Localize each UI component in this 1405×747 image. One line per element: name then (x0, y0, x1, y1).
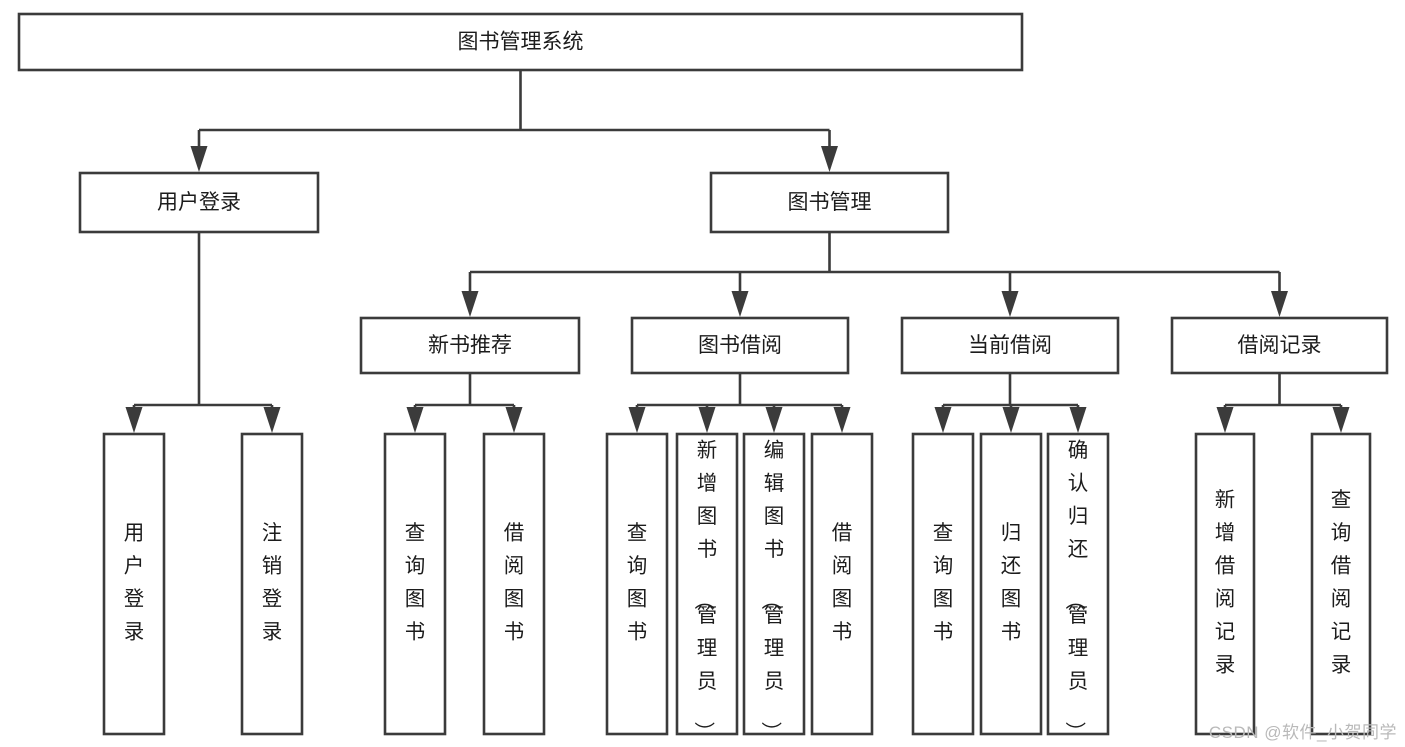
arrow-head (628, 407, 646, 433)
node-label: 借阅记录 (1238, 334, 1322, 357)
node-label: 归还图书 (1001, 522, 1022, 644)
node-box (1310, 432, 1372, 736)
node-l3_0[interactable]: 新书推荐 (359, 316, 581, 375)
node-label: 借阅图书 (832, 522, 853, 644)
arrow-head (1001, 291, 1019, 317)
node-box (979, 432, 1043, 736)
node-leaf_9[interactable]: 归还图书 (979, 432, 1043, 736)
node-leaf_3[interactable]: 借阅图书 (482, 432, 546, 736)
node-label: 图书管理系统 (458, 31, 584, 54)
connector-group-l3_3 (1216, 373, 1350, 433)
arrow-head (1069, 407, 1087, 433)
node-label: 编辑图书（管理员） (759, 439, 785, 742)
node-label: 图书借阅 (698, 334, 782, 357)
node-leaf_2[interactable]: 查询图书 (383, 432, 447, 736)
node-leaf_8[interactable]: 查询图书 (911, 432, 975, 736)
node-box (605, 432, 669, 736)
node-l2_1[interactable]: 图书管理 (709, 171, 950, 234)
node-label: 新增图书（管理员） (692, 439, 718, 742)
arrow-head (125, 407, 143, 433)
node-leaf_0[interactable]: 用户登录 (102, 432, 166, 736)
node-label: 用户登录 (124, 522, 145, 644)
arrow-head (190, 146, 208, 172)
node-leaf_5[interactable]: 新增图书（管理员） (675, 432, 739, 742)
node-label: 注销登录 (262, 522, 283, 644)
node-leaf_6[interactable]: 编辑图书（管理员） (742, 432, 806, 742)
node-box (630, 316, 850, 375)
node-box (383, 432, 447, 736)
arrow-head (833, 407, 851, 433)
arrow-head (1002, 407, 1020, 433)
node-label: 当前借阅 (968, 334, 1052, 357)
node-box (709, 171, 950, 234)
arrow-head (461, 291, 479, 317)
node-label: 借阅图书 (504, 522, 525, 644)
node-label: 查询图书 (933, 522, 954, 644)
node-leaf_4[interactable]: 查询图书 (605, 432, 669, 736)
connector-group-l2_1 (461, 232, 1288, 317)
node-box (900, 316, 1120, 375)
node-box (1170, 316, 1389, 375)
node-box (482, 432, 546, 736)
node-leaf_11[interactable]: 新增借阅记录 (1194, 432, 1256, 736)
node-label: 新书推荐 (428, 334, 512, 357)
node-leaf_1[interactable]: 注销登录 (240, 432, 304, 736)
node-layer: 图书管理系统用户登录图书管理新书推荐图书借阅当前借阅借阅记录用户登录注销登录查询… (17, 12, 1389, 742)
connector-group-l3_2 (934, 373, 1087, 433)
node-leaf_12[interactable]: 查询借阅记录 (1310, 432, 1372, 736)
connector-group-root (190, 70, 838, 172)
node-l3_2[interactable]: 当前借阅 (900, 316, 1120, 375)
node-box (1194, 432, 1256, 736)
node-box (911, 432, 975, 736)
node-label: 查询图书 (405, 522, 426, 644)
node-l3_1[interactable]: 图书借阅 (630, 316, 850, 375)
node-l2_0[interactable]: 用户登录 (78, 171, 320, 234)
node-box (1046, 432, 1110, 736)
node-label: 图书管理 (788, 191, 872, 214)
node-label: 查询图书 (627, 522, 648, 644)
node-box (359, 316, 581, 375)
node-box (742, 432, 806, 736)
arrow-head (263, 407, 281, 433)
arrow-head (934, 407, 952, 433)
arrow-head (731, 291, 749, 317)
arrow-head (765, 407, 783, 433)
node-label: 用户登录 (157, 191, 241, 214)
arrow-head (406, 407, 424, 433)
node-leaf_10[interactable]: 确认归还（管理员） (1046, 432, 1110, 742)
connector-group-l2_0 (125, 232, 281, 433)
node-box (240, 432, 304, 736)
arrow-head (1332, 407, 1350, 433)
node-box (17, 12, 1024, 72)
node-root[interactable]: 图书管理系统 (17, 12, 1024, 72)
connector-layer (125, 70, 1350, 433)
node-label: 查询借阅记录 (1331, 489, 1352, 677)
node-box (675, 432, 739, 736)
node-leaf_7[interactable]: 借阅图书 (810, 432, 874, 736)
node-l3_3[interactable]: 借阅记录 (1170, 316, 1389, 375)
node-box (78, 171, 320, 234)
node-box (810, 432, 874, 736)
arrow-head (505, 407, 523, 433)
arrow-head (1271, 291, 1288, 317)
arrow-head (821, 146, 838, 172)
node-label: 确认归还（管理员） (1063, 439, 1089, 742)
connector-group-l3_0 (406, 373, 523, 433)
connector-group-l3_1 (628, 373, 851, 433)
node-box (102, 432, 166, 736)
arrow-head (698, 407, 716, 433)
node-label: 新增借阅记录 (1215, 489, 1236, 677)
arrow-head (1216, 407, 1234, 433)
